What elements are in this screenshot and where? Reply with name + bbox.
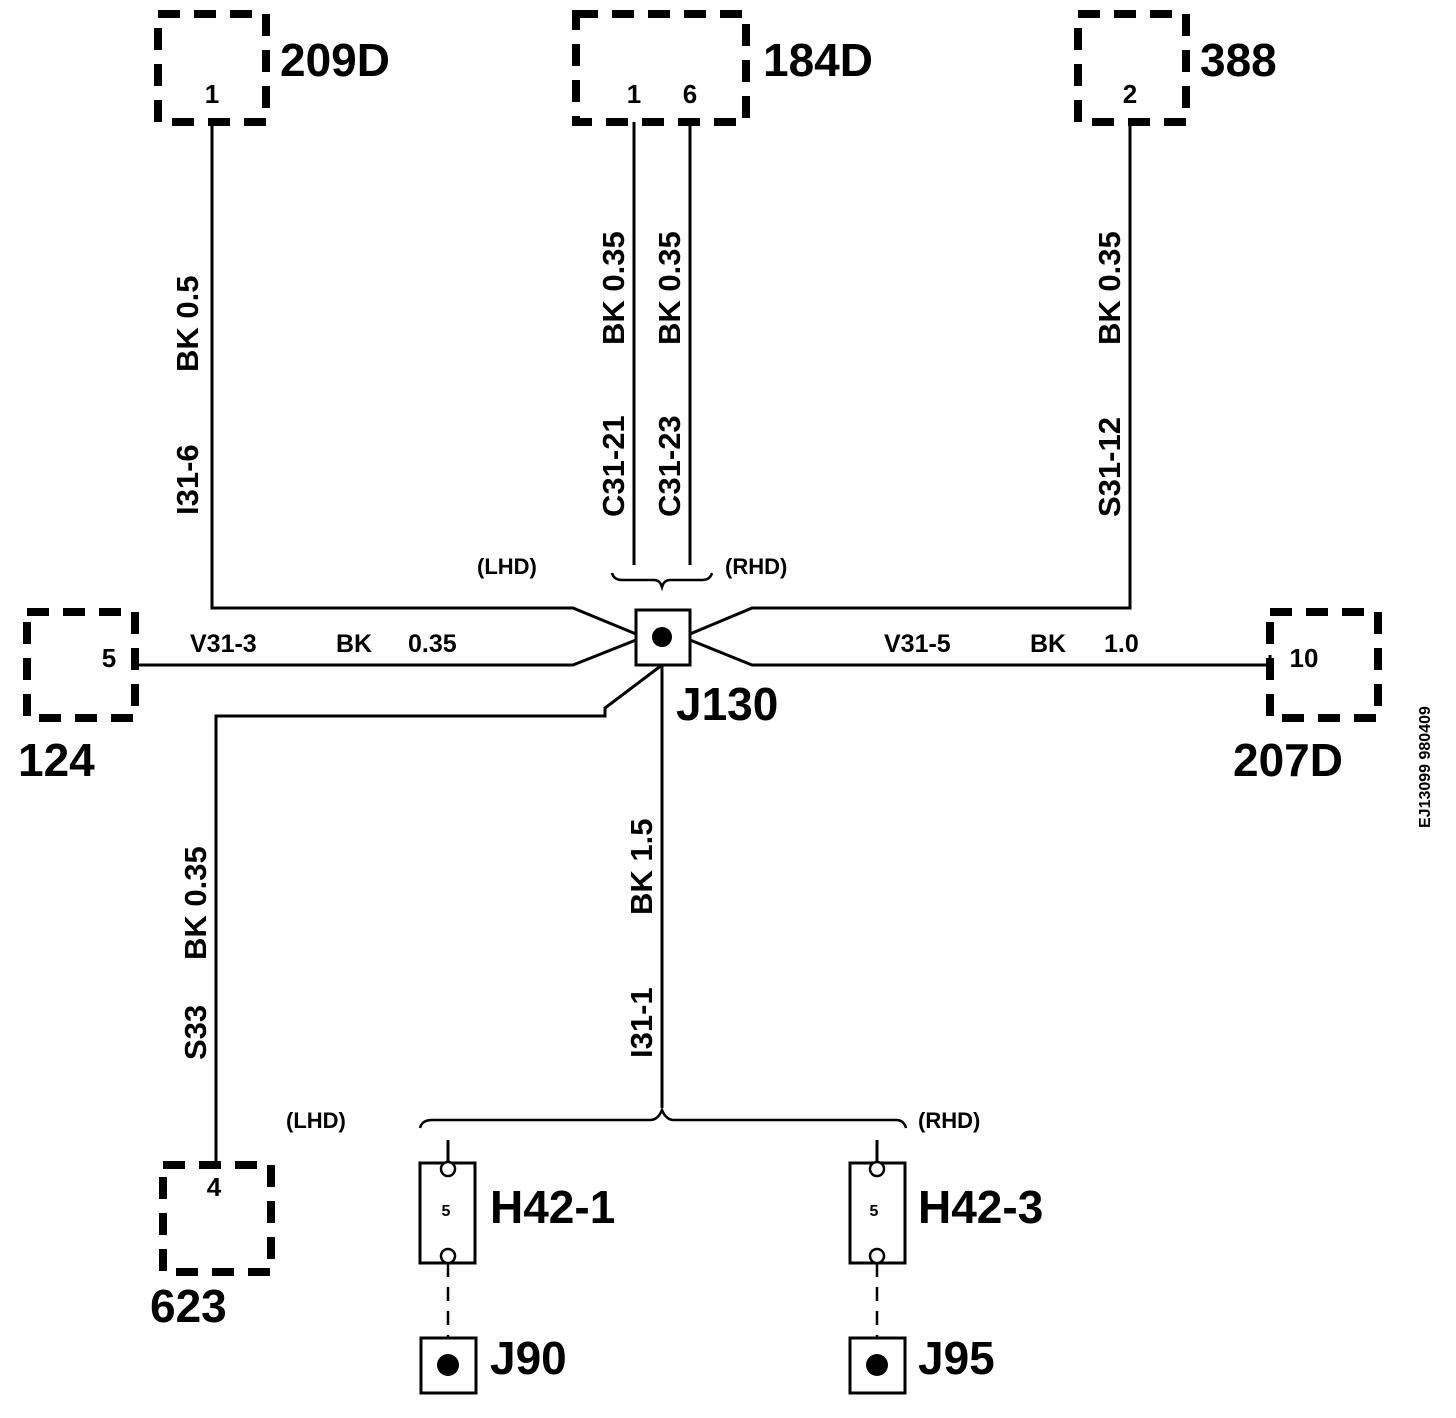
connector-209d-pin: 1 (205, 79, 219, 109)
wire-v31-3-circuit: V31-3 (190, 630, 257, 658)
connector-623[interactable]: 4 623 (150, 1161, 275, 1332)
variant-brace-bottom: (LHD) (RHD) (286, 1106, 980, 1133)
wire-v31-5-size: 1.0 (1104, 630, 1139, 658)
rhd-label-bottom: (RHD) (918, 1108, 980, 1133)
connector-623-pin: 4 (207, 1172, 222, 1202)
lhd-label-bottom: (LHD) (286, 1108, 346, 1133)
connector-388-pin: 2 (1123, 79, 1137, 109)
fuse-h42-3-label: H42-3 (918, 1181, 1043, 1233)
connector-388[interactable]: 2 388 (1074, 10, 1277, 126)
wire-c31-21[interactable]: C31-21 BK 0.35 (596, 122, 636, 565)
wire-s31-12-spec: BK 0.35 (1092, 231, 1127, 345)
lhd-label-top: (LHD) (477, 554, 537, 579)
fuse-h42-3-pin: 5 (870, 1203, 879, 1220)
wire-c31-23-circuit: C31-23 (652, 415, 687, 517)
fuse-h42-1-label: H42-1 (490, 1181, 615, 1233)
connector-207d-pin: 10 (1290, 643, 1319, 673)
wire-c31-21-spec: BK 0.35 (596, 231, 631, 345)
connector-209d[interactable]: 1 209D (154, 10, 390, 126)
wire-s31-12-circuit: S31-12 (1092, 417, 1127, 517)
connector-184d-pin-1: 1 (627, 79, 641, 109)
connector-207d-label: 207D (1233, 734, 1343, 786)
connector-184d-label: 184D (763, 34, 873, 86)
wire-i31-6[interactable]: I31-6 BK 0.5 (170, 122, 637, 636)
wire-v31-5-circuit: V31-5 (884, 630, 951, 658)
ground-j95-label: J95 (918, 1332, 995, 1384)
splice-j130-label: J130 (676, 678, 778, 730)
connector-623-label: 623 (150, 1280, 227, 1332)
wire-s33-circuit: S33 (178, 1005, 213, 1060)
wire-i31-1-circuit: I31-1 (624, 987, 659, 1058)
fuse-h42-1-pin: 5 (442, 1203, 451, 1220)
splice-dot-icon (652, 627, 672, 647)
wire-s31-12[interactable]: S31-12 BK 0.35 (689, 122, 1132, 636)
splice-j130[interactable]: J130 (634, 608, 778, 730)
connector-184d-pin-6: 6 (683, 79, 697, 109)
ground-dot-icon (437, 1354, 459, 1376)
fuse-h42-1[interactable]: 5 H42-1 (418, 1140, 615, 1338)
rhd-label-top: (RHD) (725, 554, 787, 579)
wire-c31-23-spec: BK 0.35 (652, 231, 687, 345)
connector-388-label: 388 (1200, 34, 1277, 86)
connector-207d[interactable]: 10 207D (1233, 608, 1382, 786)
wire-s33-spec: BK 0.35 (178, 846, 213, 960)
variant-brace-top: (LHD) (RHD) (477, 554, 787, 592)
ground-dot-icon (866, 1354, 888, 1376)
connector-184d[interactable]: 1 6 184D (572, 10, 873, 126)
connector-209d-label: 209D (280, 34, 390, 86)
connector-124-label: 124 (18, 734, 95, 786)
ground-j90-label: J90 (490, 1332, 567, 1384)
wire-c31-23[interactable]: C31-23 BK 0.35 (652, 122, 692, 565)
connector-124-pin: 5 (102, 643, 116, 673)
wire-i31-6-circuit: I31-6 (170, 444, 205, 515)
wire-c31-21-circuit: C31-21 (596, 415, 631, 517)
wire-v31-3-color: BK (336, 630, 372, 658)
wire-v31-5-color: BK (1030, 630, 1066, 658)
wire-v31-3[interactable]: V31-3 BK 0.35 (135, 630, 637, 667)
ground-j90[interactable]: J90 (419, 1332, 567, 1395)
ground-j95[interactable]: J95 (848, 1332, 995, 1395)
wire-i31-6-spec: BK 0.5 (170, 276, 205, 372)
fuse-h42-3[interactable]: 5 H42-3 (848, 1140, 1043, 1338)
wire-v31-5[interactable]: V31-5 BK 1.0 (689, 630, 1272, 675)
wire-i31-1-spec: BK 1.5 (624, 819, 659, 915)
wire-s33[interactable]: S33 BK 0.35 (178, 663, 663, 1165)
wire-v31-3-size: 0.35 (408, 630, 457, 658)
connector-124[interactable]: 5 124 (18, 608, 139, 786)
reference-code: EJ13099 980409 (1417, 706, 1434, 828)
wire-i31-1[interactable]: I31-1 BK 1.5 (624, 665, 664, 1108)
